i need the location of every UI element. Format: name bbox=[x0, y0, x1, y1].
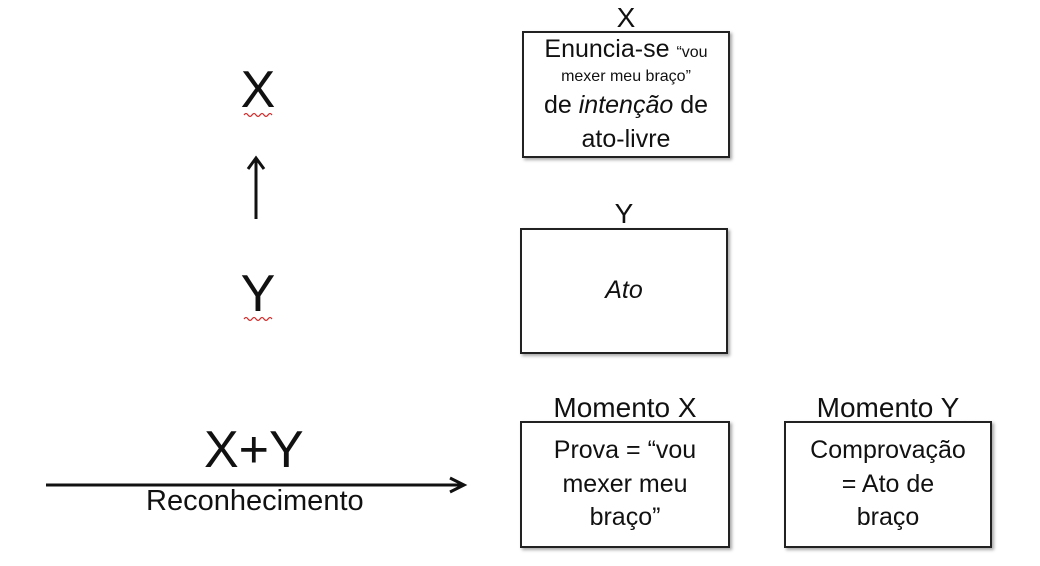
right-arrow-icon bbox=[46, 476, 468, 494]
box-y-title: Y bbox=[614, 198, 634, 229]
box-y-text: Ato bbox=[605, 276, 643, 305]
x-plus-y-label: X+Y bbox=[204, 421, 304, 479]
box-x-line3: de intenção de bbox=[543, 90, 709, 119]
box-momento-y-line3: braço bbox=[856, 503, 920, 532]
left-x-label: X bbox=[228, 64, 288, 118]
box-momento-y-line1: Comprovação bbox=[810, 435, 966, 464]
reconhecimento-label: Reconhecimento bbox=[146, 485, 364, 517]
left-y-label: Y bbox=[228, 268, 288, 322]
box-momento-x-line2: mexer meu bbox=[562, 469, 688, 498]
box-x-title: X bbox=[616, 2, 636, 33]
box-momento-x-line1: Prova = “vou bbox=[553, 435, 697, 464]
spellcheck-squiggle bbox=[243, 112, 273, 118]
box-momento-x: Prova = “vou mexer meu braço” bbox=[520, 421, 730, 548]
up-arrow-icon bbox=[246, 155, 266, 219]
box-y: Ato bbox=[520, 228, 728, 354]
spellcheck-squiggle bbox=[243, 316, 273, 322]
box-momento-y: Comprovação = Ato de braço bbox=[784, 421, 992, 548]
box-x-line1: Enuncia-se “vou bbox=[544, 34, 708, 63]
box-momento-y-line2: = Ato de bbox=[841, 469, 935, 498]
box-x-line2: mexer meu braço” bbox=[561, 68, 691, 86]
box-momento-y-title: Momento Y bbox=[816, 392, 960, 423]
box-momento-x-line3: braço” bbox=[589, 503, 661, 532]
box-x: Enuncia-se “vou mexer meu braço” de inte… bbox=[522, 31, 730, 158]
box-x-line4: ato-livre bbox=[581, 124, 671, 153]
box-momento-x-title: Momento X bbox=[553, 392, 697, 423]
